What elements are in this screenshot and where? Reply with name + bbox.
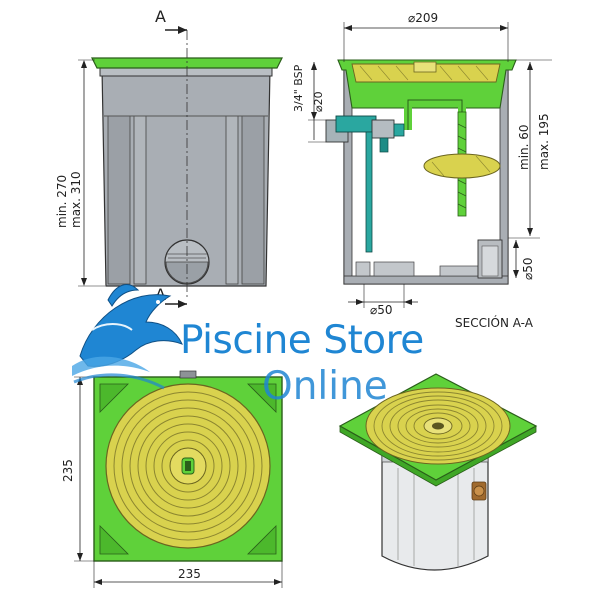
thread [457,123,467,129]
section-letter-top: A [155,7,166,26]
section-side-outlet-inner [481,245,499,277]
section-grate-hatch [359,65,373,81]
section-grate-hatch [439,65,453,81]
section-float-hatch [475,155,491,173]
height-arrow-bottom [81,278,87,286]
iso-grate [365,387,511,465]
section-floor [343,275,509,285]
plan-width-label: 235 [178,567,201,581]
section-floor-cavity [373,261,415,277]
plan-corner-rib [99,525,129,555]
side-outlet-arrow-bottom [513,270,519,278]
section-grate [351,63,501,83]
depth-arrow-bottom [527,228,533,236]
plan-view: 235 235 [61,370,283,588]
brand-name-line1: Piscine Store [180,318,424,363]
brand-name-line2: Online [262,364,388,409]
section-arrow-bottom-head [178,300,187,308]
height-min-label: min. 270 [55,175,69,228]
front-rib [225,115,239,285]
height-max-label: max. 310 [69,171,83,228]
plan-corner-rib [99,383,129,413]
bottom-outlet-arrow-right [404,299,412,305]
top-diameter-arrow-left [344,25,352,31]
bottom-outlet-label: ⌀50 [370,303,393,317]
front-rib [241,115,265,285]
front-elevation-view: A A min. 270 max. 310 [55,7,283,308]
section-inlet-valve [325,115,405,253]
bottom-outlet-arrow-left [356,299,364,305]
plan-grate [105,383,271,549]
section-grate-hatch [457,65,471,81]
inlet-arrow-top [311,62,317,70]
side-outlet-label: ⌀50 [521,258,535,281]
thread [457,179,467,185]
plan-corner-rib [247,383,277,413]
bsp-label: 3/4" BSP [292,64,305,112]
depth-max-label: max. 195 [537,113,551,170]
section-float-hatch [431,161,445,177]
side-outlet-arrow-top [513,240,519,248]
section-float [423,153,501,179]
section-title: SECCIÓN A-A [455,315,534,330]
iso-body [381,451,489,571]
iso-side-fitting [471,481,487,501]
section-floor-cavity [355,261,371,277]
thread [457,147,467,153]
brand-dolphin-logo [72,284,183,390]
section-grate-hatch [377,65,391,81]
plan-width-arrow-left [94,579,102,585]
plan-width-arrow-right [274,579,282,585]
depth-min-label: min. 60 [517,124,531,170]
plan-height-label: 235 [61,459,75,482]
plan-height-arrow-bottom [77,553,83,561]
plan-corner-rib [247,525,277,555]
section-arrow-top-head [178,26,187,34]
section-grate-hatch [395,65,409,81]
top-diameter-label: ⌀209 [408,11,438,25]
thread [457,203,467,209]
section-grate-hub [413,61,437,73]
depth-arrow-top [527,62,533,70]
inlet-diameter-label: ⌀20 [312,91,325,112]
section-grate-hatch [475,65,489,81]
section-view: ⌀209 3/4" BSP ⌀20 min. 60 max. 195 ⌀50 ⌀… [292,11,552,330]
isometric-view [338,373,538,571]
height-arrow-top [81,60,87,68]
front-rib [133,115,147,285]
thread [457,191,467,197]
top-diameter-arrow-right [500,25,508,31]
plan-top-tab [179,370,197,379]
thread [457,135,467,141]
front-rib [107,115,131,285]
inlet-arrow-bottom [311,112,317,120]
section-floor-cavity [439,265,479,277]
